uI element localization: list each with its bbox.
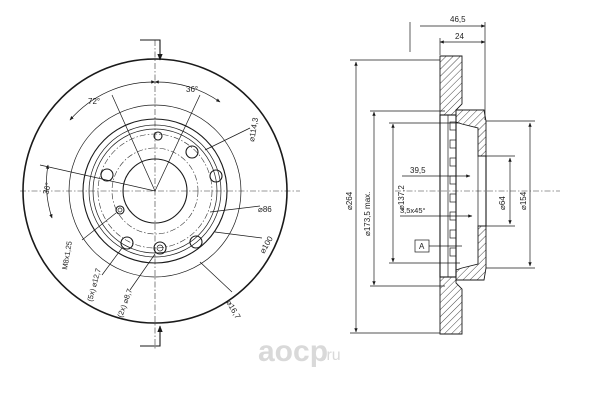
label-d-64: ⌀64 bbox=[498, 196, 507, 210]
lower-ring-section bbox=[439, 276, 463, 335]
label-w-46-5: 46,5 bbox=[450, 15, 466, 24]
leader-100 bbox=[214, 231, 263, 239]
label-d-16-7: ⌀16,7 bbox=[224, 299, 242, 322]
angle-arc-36-left bbox=[45, 164, 53, 219]
bolt-hole bbox=[120, 236, 134, 250]
disc-section bbox=[395, 55, 560, 335]
label-holes-2x: (2x) ⌀8,7 bbox=[115, 287, 134, 318]
small-hole bbox=[153, 131, 163, 141]
leader-thread bbox=[81, 212, 117, 241]
hat-rim-circle bbox=[88, 124, 222, 258]
small-hole-inner bbox=[156, 244, 164, 252]
label-holes-5x: (5x) ⌀12,7 bbox=[85, 267, 103, 302]
leader-114-3 bbox=[204, 127, 251, 151]
label-d-86: ⌀86 bbox=[258, 205, 272, 214]
section-arrow-bottom bbox=[140, 325, 163, 347]
bolt-hole bbox=[185, 145, 199, 159]
label-thread: M8x1,25 bbox=[60, 240, 74, 270]
angle-arc-36-top bbox=[154, 80, 221, 103]
leader-86 bbox=[209, 205, 261, 213]
leader-holes-5x bbox=[101, 247, 123, 276]
leader-holes-2x bbox=[129, 253, 156, 291]
bolt-hole bbox=[189, 235, 203, 249]
threaded-hole bbox=[115, 205, 125, 215]
angle-label-72: 72° bbox=[88, 97, 100, 106]
aux-pitch-circle bbox=[111, 147, 199, 235]
leader-16-7 bbox=[199, 261, 233, 293]
small-hole bbox=[153, 241, 167, 255]
angle-arc-72 bbox=[69, 80, 156, 121]
label-d-114-3: ⌀114,3 bbox=[247, 116, 260, 142]
label-d-154: ⌀154 bbox=[519, 191, 528, 210]
side-view: 46,5 24 ⌀264 ⌀173,5 max. ⌀137,2 39,5 3,5… bbox=[345, 15, 560, 335]
angle-label-36-left: 36° bbox=[41, 181, 53, 195]
bolt-holes bbox=[100, 145, 223, 250]
center-bore bbox=[122, 158, 188, 224]
bolt-pitch-circle bbox=[97, 133, 213, 249]
label-datum: A bbox=[419, 242, 425, 251]
label-d-39-5: 39,5 bbox=[410, 166, 426, 175]
label-d-264: ⌀264 bbox=[345, 191, 354, 210]
watermark-tld: .ru bbox=[322, 347, 341, 364]
section-arrow-top bbox=[140, 39, 163, 61]
label-d-173-5: ⌀173,5 max. bbox=[363, 192, 372, 236]
front-view: 72° 36° 36° ⌀114,3 ⌀86 ⌀100 ⌀16,7 M8x1,2… bbox=[20, 39, 300, 350]
label-d-137-2: ⌀137,2 bbox=[397, 185, 406, 210]
label-w-24: 24 bbox=[455, 32, 464, 41]
hat-section-upper bbox=[455, 109, 487, 157]
angle-ref-line bbox=[154, 94, 201, 192]
hat-rim-circle-2 bbox=[92, 128, 218, 254]
angle-label-36-top: 36° bbox=[186, 85, 198, 94]
upper-ring-section bbox=[439, 55, 463, 116]
vent-slots bbox=[449, 121, 457, 257]
watermark-logo: aocp .ru bbox=[258, 335, 341, 368]
threaded-hole-inner bbox=[117, 207, 123, 213]
bolt-hole bbox=[209, 169, 223, 183]
disc-outer-circle bbox=[22, 58, 288, 324]
label-chamfer: 3,5x45° bbox=[400, 206, 426, 215]
watermark-brand: aocp bbox=[258, 335, 328, 368]
bolt-hole bbox=[100, 168, 114, 182]
angle-ref-line bbox=[111, 94, 156, 192]
angle-ref-line bbox=[39, 164, 156, 192]
hat-section-lower bbox=[455, 225, 487, 281]
